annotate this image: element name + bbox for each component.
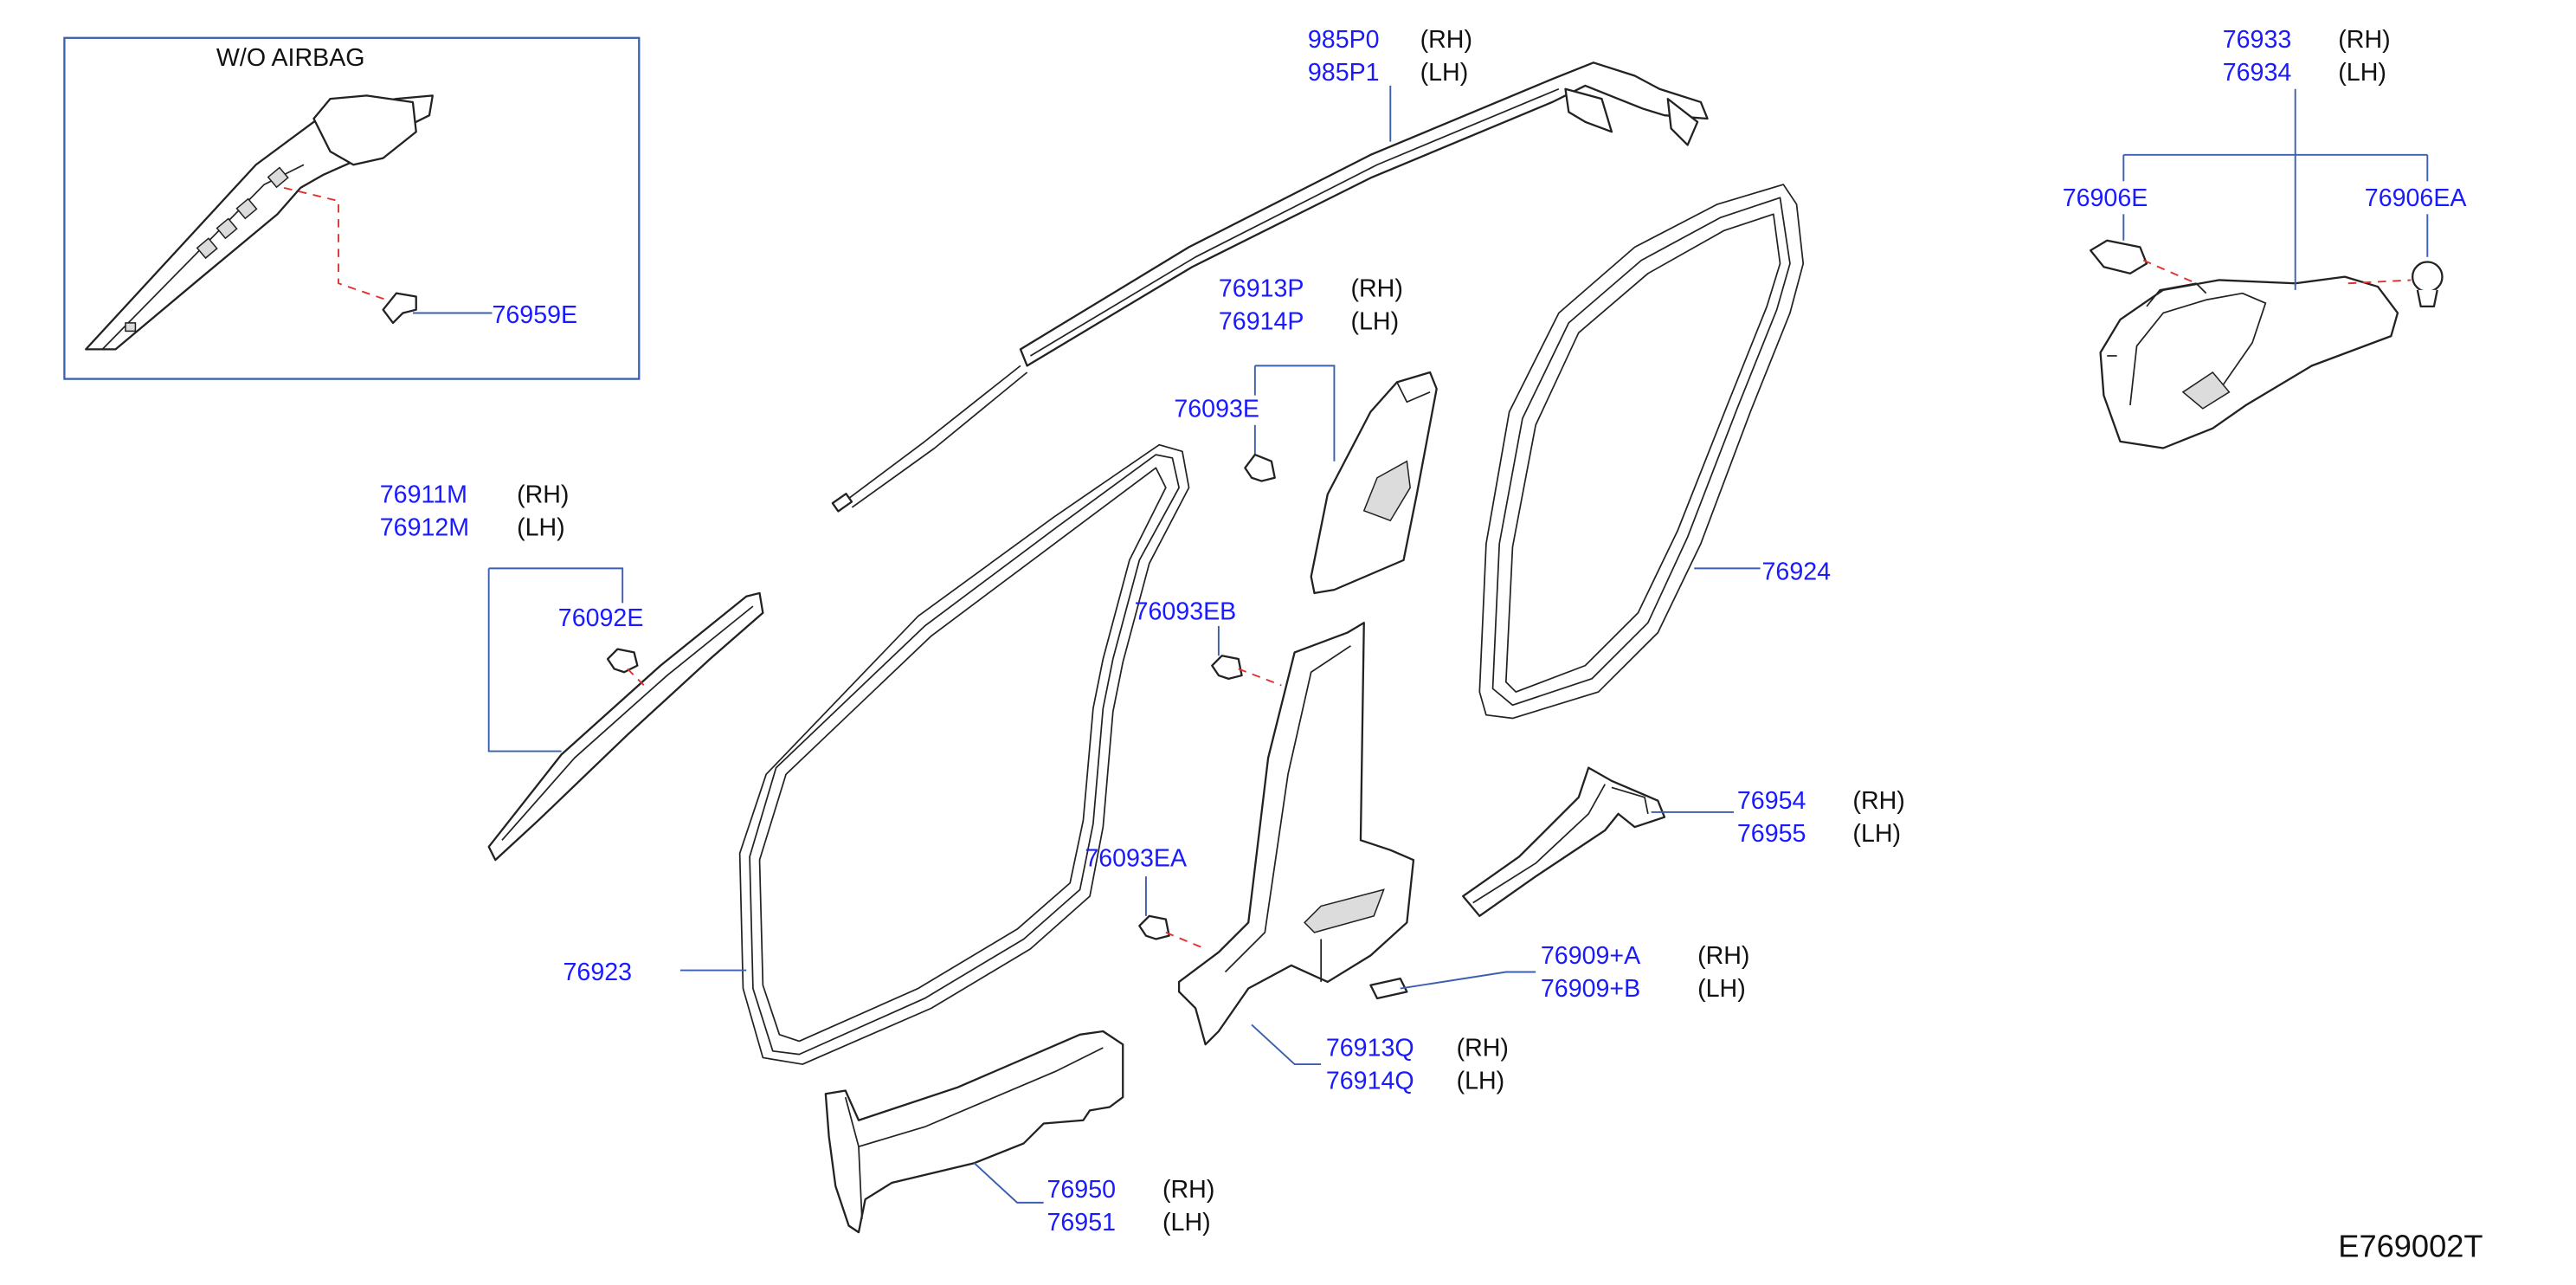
clip-76093eb-icon <box>1211 655 1243 680</box>
front-kicking-plate <box>824 1030 1124 1234</box>
side-76933: (RH) <box>2338 26 2390 54</box>
side-76934: (LH) <box>2338 59 2386 87</box>
inset-dash-line <box>283 186 387 301</box>
side-76914q: (LH) <box>1457 1068 1505 1095</box>
part-number-76912m[interactable]: 76912M <box>380 513 469 541</box>
part-number-985p0[interactable]: 985P0 <box>1308 26 1380 54</box>
part-number-76934[interactable]: 76934 <box>2223 59 2292 87</box>
part-number-76093eb[interactable]: 76093EB <box>1135 597 1237 625</box>
part-number-76914q[interactable]: 76914Q <box>1326 1068 1414 1095</box>
rear-kicking-plate <box>1462 766 1666 917</box>
side-76914p: (LH) <box>1350 308 1399 336</box>
inset-pillar-trim <box>85 94 434 351</box>
spacer-76909-icon <box>1369 977 1408 1000</box>
part-number-76914p[interactable]: 76914P <box>1219 308 1304 336</box>
side-985p1: (LH) <box>1420 59 1469 87</box>
side-76909a: (RH) <box>1697 942 1749 970</box>
leader-76911m-a <box>487 568 562 752</box>
part-number-76909b[interactable]: 76909+B <box>1541 975 1640 1003</box>
side-76909b: (LH) <box>1697 975 1746 1003</box>
roof-side-weatherstrip <box>831 61 1709 513</box>
part-number-76092e[interactable]: 76092E <box>558 604 644 632</box>
clip-76906e-icon <box>2089 239 2148 274</box>
part-number-985p1[interactable]: 985P1 <box>1308 59 1380 87</box>
part-number-76911m[interactable]: 76911M <box>380 481 467 508</box>
dash-76092e <box>627 668 645 687</box>
leader-76911m-b <box>488 567 624 604</box>
part-number-76913q[interactable]: 76913Q <box>1326 1035 1414 1062</box>
clip-76906ea-icon <box>2411 261 2444 308</box>
side-76950: (RH) <box>1162 1176 1214 1204</box>
part-number-76954[interactable]: 76954 <box>1737 787 1806 815</box>
part-number-76923[interactable]: 76923 <box>564 959 633 986</box>
dash-76093eb <box>1238 668 1282 687</box>
part-number-76955[interactable]: 76955 <box>1737 820 1806 848</box>
part-number-76093e[interactable]: 76093E <box>1174 395 1259 423</box>
leader-76913q <box>1251 1023 1322 1066</box>
part-number-76951[interactable]: 76951 <box>1046 1209 1116 1237</box>
side-76911m: (RH) <box>517 481 569 508</box>
clip-76959e-icon <box>382 292 417 325</box>
inset-title: W/O AIRBAG <box>216 44 365 72</box>
side-76913q: (RH) <box>1457 1035 1509 1062</box>
part-number-76913p[interactable]: 76913P <box>1219 274 1304 302</box>
clip-76093e-icon <box>1244 453 1276 482</box>
center-pillar-lower-garnish <box>1177 622 1415 1046</box>
dash-76093ea <box>1165 931 1206 950</box>
part-number-76950[interactable]: 76950 <box>1046 1176 1116 1204</box>
side-76951: (LH) <box>1162 1209 1211 1237</box>
rear-pillar-garnish <box>2099 275 2399 449</box>
dash-76906ea <box>2347 279 2412 285</box>
side-985p0: (RH) <box>1420 26 1472 54</box>
side-76954: (RH) <box>1852 787 1904 815</box>
clip-76093ea-icon <box>1138 914 1170 940</box>
part-number-76093ea[interactable]: 76093EA <box>1085 845 1187 873</box>
inset-frame <box>63 36 641 380</box>
part-number-76924[interactable]: 76924 <box>1762 559 1832 586</box>
leader-76950 <box>973 1162 1044 1204</box>
leader-76909 <box>1400 971 1536 990</box>
center-pillar-upper-garnish <box>1310 371 1438 595</box>
leader-76913p <box>1254 365 1336 462</box>
dash-76906e <box>2142 259 2197 285</box>
clip-76092e-icon <box>606 648 639 674</box>
side-76913p: (RH) <box>1350 274 1402 302</box>
part-number-76906ea[interactable]: 76906EA <box>2365 184 2467 212</box>
part-number-76959e[interactable]: 76959E <box>492 301 577 329</box>
side-76912m: (LH) <box>517 513 565 541</box>
inset-without-airbag: W/O AIRBAG 76959E <box>63 36 641 380</box>
rear-door-weatherstrip <box>1478 184 1805 720</box>
part-number-76906e[interactable]: 76906E <box>2063 184 2148 212</box>
part-number-76933[interactable]: 76933 <box>2223 26 2292 54</box>
part-number-76909a[interactable]: 76909+A <box>1541 942 1640 970</box>
front-door-weatherstrip <box>738 443 1190 1065</box>
diagram-code: E769002T <box>2338 1229 2483 1264</box>
side-76955: (LH) <box>1852 820 1901 848</box>
front-pillar-garnish <box>487 591 764 862</box>
